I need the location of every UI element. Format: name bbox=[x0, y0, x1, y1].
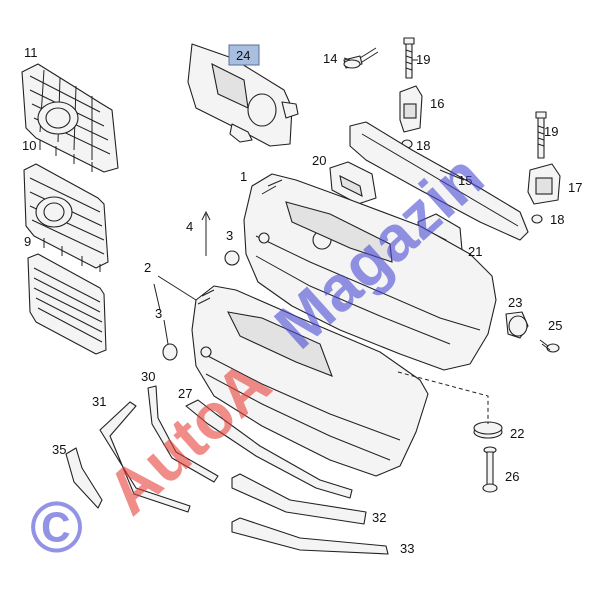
watermark-copyright: © bbox=[30, 488, 83, 568]
callout-22: 22 bbox=[510, 426, 524, 441]
bumper-front bbox=[191, 285, 429, 477]
trim-strip-31 bbox=[99, 401, 191, 513]
callout-30: 30 bbox=[141, 369, 155, 384]
callout-15: 15 bbox=[458, 173, 472, 188]
grille-middle bbox=[23, 163, 109, 272]
mount-23 bbox=[505, 311, 529, 339]
callout-17: 17 bbox=[568, 180, 582, 195]
screw-14 bbox=[343, 47, 379, 69]
stud-19-left bbox=[403, 37, 415, 79]
trim-strip-27 bbox=[185, 399, 353, 499]
leader-15 bbox=[439, 169, 465, 181]
callout-10: 10 bbox=[22, 138, 36, 153]
mount-17 bbox=[527, 163, 561, 205]
trim-strip-32 bbox=[231, 473, 367, 525]
plug-3-upper bbox=[224, 250, 240, 266]
callout-35: 35 bbox=[52, 442, 66, 457]
bumper-cover bbox=[243, 173, 497, 371]
grille-lower bbox=[27, 253, 107, 355]
reinforcement-bar bbox=[349, 121, 529, 241]
callout-19-left: 19 bbox=[416, 52, 430, 67]
leader-22 bbox=[397, 371, 489, 424]
callout-23: 23 bbox=[508, 295, 522, 310]
callout-31: 31 bbox=[92, 394, 106, 409]
bracket-assembly bbox=[187, 43, 299, 147]
callout-33: 33 bbox=[400, 541, 414, 556]
callout-16: 16 bbox=[430, 96, 444, 111]
bracket-20 bbox=[329, 161, 377, 205]
grille-upper bbox=[21, 63, 119, 173]
nut-18-right bbox=[531, 214, 543, 224]
callout-2: 2 bbox=[144, 260, 151, 275]
leader-4 bbox=[201, 210, 211, 256]
callout-18-right: 18 bbox=[550, 212, 564, 227]
trim-strip-30 bbox=[147, 385, 219, 483]
watermark-red-text: AutoA bbox=[93, 346, 284, 528]
leader-14 bbox=[343, 57, 351, 61]
trim-strip-35 bbox=[65, 447, 103, 509]
mount-16 bbox=[399, 85, 423, 133]
callout-9: 9 bbox=[24, 234, 31, 249]
callout-32: 32 bbox=[372, 510, 386, 525]
stud-19-right bbox=[535, 111, 547, 159]
callout-25: 25 bbox=[548, 318, 562, 333]
callout-26: 26 bbox=[505, 469, 519, 484]
callout-3-upper: 3 bbox=[226, 228, 233, 243]
trim-strip-33 bbox=[231, 517, 389, 555]
callout-21: 21 bbox=[468, 244, 482, 259]
callout-1: 1 bbox=[240, 169, 247, 184]
callout-27: 27 bbox=[178, 386, 192, 401]
bolt-26 bbox=[482, 446, 498, 493]
leader-3b bbox=[163, 319, 169, 345]
callout-4: 4 bbox=[186, 219, 193, 234]
callout-20: 20 bbox=[312, 153, 326, 168]
callout-3-lower: 3 bbox=[155, 306, 162, 321]
callout-24: 24 bbox=[236, 48, 250, 63]
callout-18-left: 18 bbox=[416, 138, 430, 153]
callout-11: 11 bbox=[24, 45, 38, 60]
leader-2 bbox=[153, 275, 197, 311]
screw-25 bbox=[539, 339, 560, 353]
plug-3-lower bbox=[162, 343, 178, 361]
callout-24-highlight bbox=[228, 44, 260, 66]
callout-19-right: 19 bbox=[544, 124, 558, 139]
grommet-22 bbox=[473, 421, 503, 439]
callout-14: 14 bbox=[323, 51, 337, 66]
